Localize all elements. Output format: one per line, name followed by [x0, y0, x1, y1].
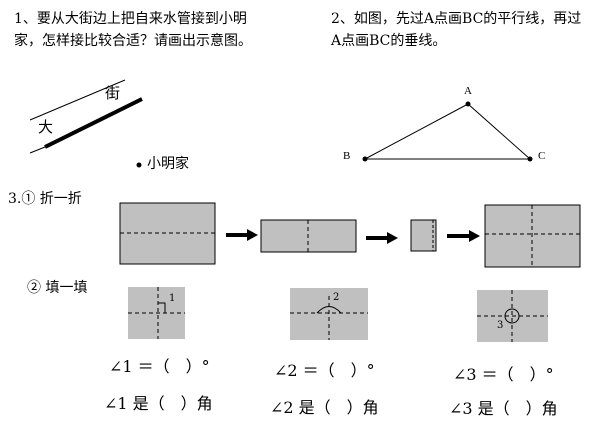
answer3-type-line: ∠3 是（ ）角	[449, 399, 558, 418]
answer2-degree-line: ∠2 ＝（ ）°	[274, 361, 375, 380]
answer3-degree-line: ∠3 ＝（ ）°	[453, 365, 554, 384]
angle1-number-mark: 1	[169, 293, 176, 304]
arrow-1	[226, 229, 258, 241]
street-label-jie: 街	[105, 84, 121, 102]
fold-step3-paper	[410, 219, 437, 252]
arrow-3	[447, 230, 480, 242]
angle2-number-mark: 2	[333, 292, 340, 303]
label-a: A	[464, 85, 472, 97]
fill-section-label: ② 填一填	[27, 280, 88, 296]
angle3-circle-mark	[504, 308, 520, 324]
answer1-degree-line: ∠1 ＝（ ）°	[109, 357, 210, 376]
angle3-number-mark: 3	[497, 320, 504, 331]
street-label-da: 大	[38, 118, 54, 136]
problem2-text-line1: 2、如图，先过A点画BC的平行线，再过	[331, 11, 582, 27]
angle1-right-angle-mark	[158, 302, 166, 313]
arrow-2	[366, 232, 398, 244]
triangle-abc	[364, 103, 532, 160]
problem1-text-line1: 1、要从大街边上把自来水管接到小明	[14, 11, 247, 27]
answer2-type-line: ∠2 是（ ）角	[270, 398, 379, 417]
label-c: C	[538, 150, 546, 162]
xiaoming-home-label: 小明家	[147, 156, 189, 172]
fold-section-label: 3.① 折一折	[8, 191, 82, 207]
angle2-arc-mark	[316, 306, 342, 314]
point-a	[465, 101, 471, 107]
point-c	[527, 156, 533, 162]
xiaoming-home-point	[136, 162, 142, 168]
street-edge-lower	[44, 97, 143, 149]
problem2-text-line2: A点画BC的垂线。	[331, 33, 447, 49]
street-edge-lower-tail	[29, 146, 46, 154]
point-b	[362, 156, 368, 162]
street-edge-upper	[29, 79, 126, 121]
problem1-text-line2: 家，怎样接比较合适？请画出示意图。	[14, 33, 252, 49]
label-b: B	[343, 150, 351, 162]
answer1-type-line: ∠1 是（ ）角	[104, 394, 213, 413]
